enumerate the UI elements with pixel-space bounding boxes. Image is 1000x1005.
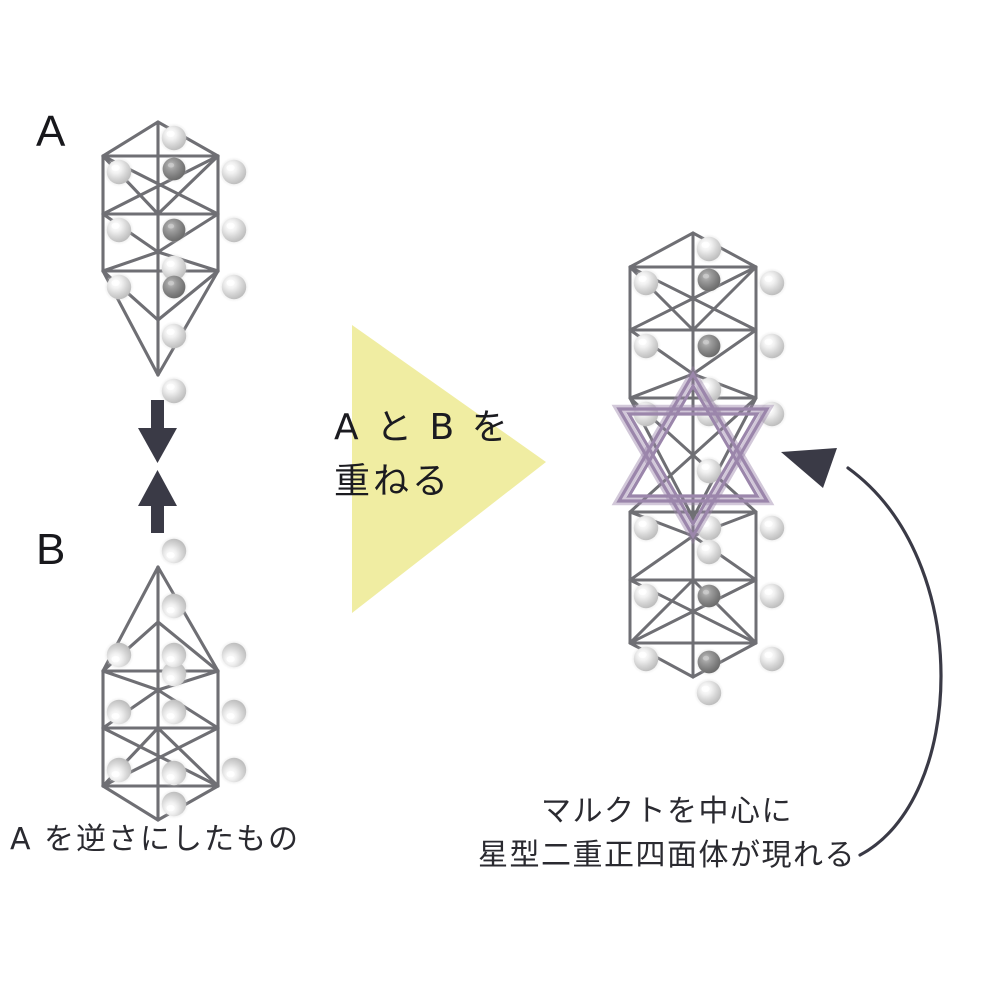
hexagram-star bbox=[611, 365, 775, 545]
merged-paths-inverted bbox=[628, 453, 758, 679]
label-b: B bbox=[36, 525, 66, 574]
curved-arrow-to-star bbox=[781, 448, 943, 857]
caption-merged: マルクトを中心に 星型二重正四面体が現れる bbox=[478, 790, 856, 877]
caption-merged-line2: 星型二重正四面体が現れる bbox=[478, 837, 856, 873]
arrow-down bbox=[138, 400, 177, 463]
diagram-merged-tree bbox=[611, 231, 787, 708]
caption-diagram-b: A を逆さにしたもの bbox=[10, 822, 301, 857]
arrow-up bbox=[138, 470, 177, 533]
callout-triangle bbox=[352, 325, 546, 613]
label-a: A bbox=[36, 107, 66, 156]
diagram-a-tree-of-life bbox=[101, 120, 249, 406]
callout-text-line2: 重ねる bbox=[334, 461, 452, 502]
callout-text-line1: A と B を bbox=[334, 407, 511, 448]
diagram-b-tree-of-life-inverted bbox=[101, 536, 249, 822]
caption-merged-line1: マルクトを中心に bbox=[541, 794, 793, 829]
